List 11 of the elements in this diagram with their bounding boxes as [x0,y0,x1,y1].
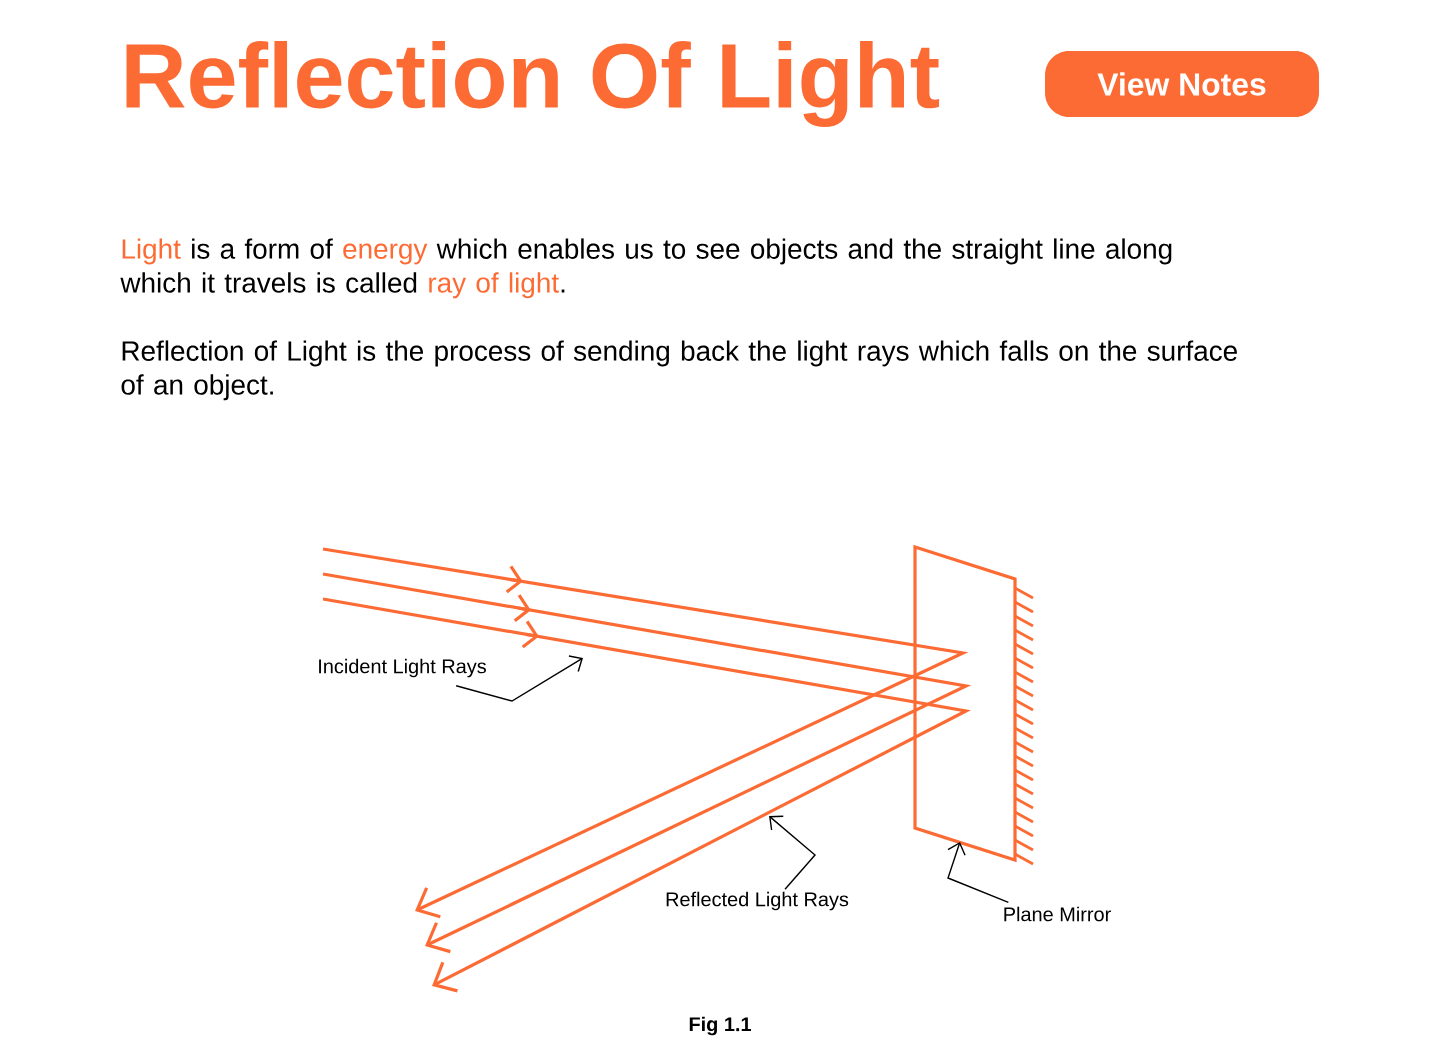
leader-line [769,815,816,891]
figure-caption: Fig 1.1 [689,1016,751,1036]
title: Reflection Of Light [126,41,940,127]
view-notes-button: View Notes [1045,51,1319,117]
callout-label: Incident Light Rays [319,658,486,678]
paragraph: Light is a form of energy which enables us to see objects and the straight line along which it travels is called ray of light. [120,238,1172,299]
paragraph: Reflection of Light is the process of sending back the light rays which falls on the surface of an object. [121,340,1237,401]
callout-label: Plane Mirror [1004,906,1111,922]
leader-line [455,655,583,702]
leader-line [947,841,1010,903]
callout-label: Reflected Light Rays [666,891,849,911]
